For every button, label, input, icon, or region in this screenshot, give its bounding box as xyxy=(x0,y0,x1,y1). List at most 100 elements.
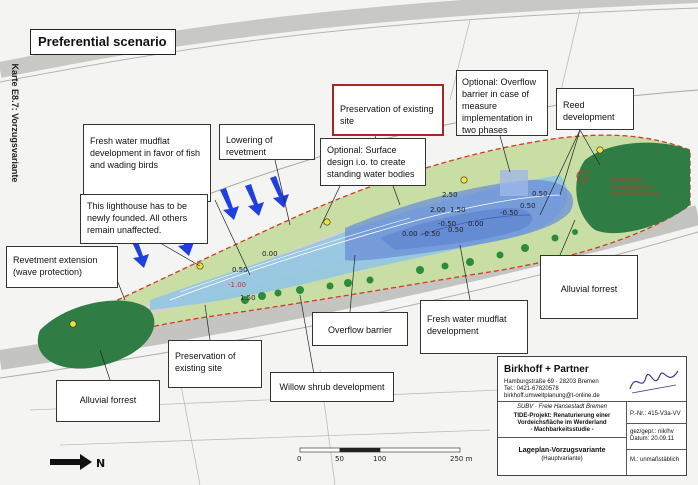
tree xyxy=(326,282,334,290)
label-willow-shrub: Willow shrub development xyxy=(270,372,394,402)
leader-line xyxy=(299,294,316,381)
contour-labels: 0.50 -1.00 1.50 0.00 2.00 1.50 -0.50 0.0… xyxy=(228,190,548,302)
contour-label: -0.50 xyxy=(422,230,440,238)
contour-label: -0.50 xyxy=(500,209,518,217)
wave-arrow-icon xyxy=(220,188,239,220)
leader-lines xyxy=(99,129,601,381)
project-line-1: TIDE-Projekt: Renaturierung einer xyxy=(513,413,611,419)
plan-scale: M.: unmaßstäblich xyxy=(630,457,680,463)
scale-segment xyxy=(339,447,381,453)
plan-date: Datum: 20.09.11 xyxy=(630,436,674,442)
side-caption: Karte E8.7: Vorzugsvariante xyxy=(6,52,24,202)
wave-arrow-icon xyxy=(245,184,264,216)
contour-label: 2.50 xyxy=(442,191,458,199)
field-line-2 xyxy=(59,429,491,446)
north-arrow: N xyxy=(50,454,105,470)
label-alluvial-forrest-left: Alluvial forrest xyxy=(56,380,160,422)
leader-line xyxy=(274,159,291,226)
tree xyxy=(274,289,282,297)
tree xyxy=(572,229,578,235)
title-block-divider xyxy=(626,423,686,424)
tree xyxy=(296,286,304,294)
leader-line xyxy=(499,135,511,173)
client-name: SUBV · Freie Hansestadt Bremen xyxy=(516,404,608,410)
scale-tick-label: 100 xyxy=(373,455,386,463)
tree xyxy=(466,258,474,266)
tree xyxy=(344,279,352,287)
scale-segment xyxy=(379,447,461,453)
label-lighthouse: This lighthouse has to be newly founded.… xyxy=(80,194,208,244)
leader-line xyxy=(559,219,576,256)
plan-title: Lageplan-Vorzugsvariante xyxy=(518,447,606,454)
contour-label: -0.50 xyxy=(438,220,456,228)
leader-line xyxy=(154,239,201,267)
firm-address: Hamburgstraße 69 · 28203 Bremen xyxy=(504,379,599,385)
side-caption-text: Karte E8.7: Vorzugsvariante xyxy=(10,63,20,183)
leader-line xyxy=(579,129,601,166)
suspect-point-marker xyxy=(576,170,588,182)
project-line-3: - Machbarkeitsstudie - xyxy=(530,427,594,433)
field-line-3 xyxy=(179,379,201,485)
leader-line xyxy=(319,185,341,229)
tree-clusters xyxy=(241,229,578,304)
label-alluvial-forrest-right: Alluvial forrest xyxy=(540,255,638,319)
project-line-2: Vordeichsfläche im Werderland xyxy=(517,420,607,426)
lighthouse-marker xyxy=(69,320,77,328)
lighthouse-marker xyxy=(596,146,604,154)
label-optional-overflow-barrier: Optional: Overflow barrier in case of me… xyxy=(456,70,548,136)
contour-line-3 xyxy=(419,214,531,236)
field-line-6 xyxy=(559,9,581,96)
contour-label: 0.00 xyxy=(262,250,278,258)
tree xyxy=(258,292,266,300)
annotation-line: Verdachtspunkt xyxy=(610,185,652,191)
north-label: N xyxy=(96,457,105,470)
label-optional-surface-design: Optional: Surface design i.o. to create … xyxy=(320,138,426,186)
label-revetment-extension: Revetment extension (wave protection) xyxy=(6,246,118,288)
annotation-line: (Bombenrachweis) xyxy=(610,192,661,198)
contour-label: 0.50 xyxy=(448,226,464,234)
title-block-divider xyxy=(498,401,686,402)
firm-phone: Tel.: 0421-67820578 xyxy=(504,386,559,392)
dike-road-upper-edge xyxy=(0,7,698,83)
tree xyxy=(521,244,529,252)
tree xyxy=(551,234,559,242)
contour-label: 0.50 xyxy=(520,202,536,210)
title-block-divider xyxy=(626,401,627,475)
scale-segment xyxy=(299,447,341,453)
north-arrow-icon xyxy=(50,454,92,470)
title-block-divider xyxy=(498,437,626,438)
contour-label: 1.50 xyxy=(450,206,466,214)
label-fresh-water-mudflat: Fresh water mudflat development xyxy=(420,300,528,354)
scale-tick-label: 250 m xyxy=(450,455,473,463)
tree xyxy=(241,296,249,304)
leader-line xyxy=(349,254,356,313)
scale-tick-label: 50 xyxy=(335,455,344,463)
lighthouse-marker xyxy=(460,176,468,184)
title-block-divider xyxy=(626,449,686,450)
contour-label: 1.50 xyxy=(240,294,256,302)
leader-line xyxy=(214,199,251,276)
label-overflow-barrier: Overflow barrier xyxy=(312,312,408,346)
label-reed-development: Reed development xyxy=(556,88,634,130)
contour-label: 2.00 xyxy=(430,206,446,214)
plan-subtitle: (Hauptvariante) xyxy=(541,456,583,462)
signature-image xyxy=(629,370,679,394)
contour-label: 0.00 xyxy=(402,230,418,238)
scale-tick-label: 0 xyxy=(297,455,301,463)
lighthouse-marker xyxy=(323,218,331,226)
contour-label: 0.00 xyxy=(468,220,484,228)
forest-right xyxy=(576,142,690,234)
tree xyxy=(441,262,449,270)
map-title: Preferential scenario xyxy=(30,29,176,55)
label-preservation-existing-site-top: Preservation of existing site xyxy=(332,84,444,136)
leader-line xyxy=(559,129,581,196)
wave-arrow-icon xyxy=(130,236,149,268)
leader-line xyxy=(539,129,581,216)
contour-label: 0.50 xyxy=(232,266,248,274)
label-lowering-of-revetment: Lowering of revetment xyxy=(219,124,315,160)
firm-email: birkhoff.umweltplanung@t-online.de xyxy=(504,393,600,399)
tree xyxy=(416,266,424,274)
label-preservation-existing-site-bottom: Preservation of existing site xyxy=(168,340,262,388)
water-body-inner xyxy=(380,208,533,250)
